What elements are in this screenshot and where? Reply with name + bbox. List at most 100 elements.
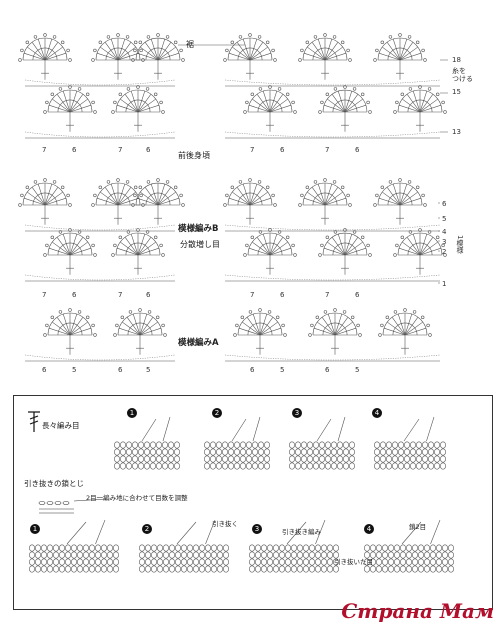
stitch-swatch-illustration	[249, 519, 339, 573]
row-number: 6	[442, 200, 447, 208]
chain-arc	[224, 79, 441, 86]
stitch-count: 6	[250, 366, 255, 374]
label-pattern-a: 模様編みA	[178, 338, 219, 348]
legend-title-slip-join: 引き抜きの鎖とじ	[24, 479, 84, 488]
treble-crochet-symbol	[28, 411, 40, 432]
stitch-count: 6	[355, 291, 360, 299]
stitch-count: 6	[280, 146, 285, 154]
stitch-count: 7	[325, 146, 330, 154]
fan-motif	[91, 178, 145, 225]
row-number: 3	[442, 238, 447, 246]
stitch-count: 6	[72, 146, 77, 154]
fan-motif	[113, 308, 167, 355]
legend-title-treble: 長々編み目	[42, 421, 80, 430]
label-dispersed-increase: 分散増し目	[180, 240, 220, 249]
step-badge: 3	[252, 524, 262, 534]
fan-motif	[131, 33, 185, 80]
crochet-chart	[18, 33, 448, 362]
legend-adjust-note: 2目一編み地に合わせて目数を調整	[86, 494, 188, 502]
stitch-count: 6	[146, 291, 151, 299]
note-slip-stitch: 引き抜き編み	[282, 528, 321, 536]
chain-join-diagram	[38, 498, 107, 514]
watermark-logo: Страна Мам	[341, 599, 494, 623]
row-number: 13	[452, 128, 461, 136]
stitch-count: 7	[42, 146, 47, 154]
chain-arc	[24, 274, 176, 281]
row-number: 15	[452, 88, 461, 96]
chain-arc	[224, 354, 441, 361]
step-badge: 4	[364, 524, 374, 534]
fan-motif	[243, 85, 297, 132]
fan-motifs	[18, 33, 447, 355]
row-number: 4	[442, 228, 447, 236]
fan-motif	[373, 178, 427, 225]
stitch-count: 6	[72, 291, 77, 299]
fan-motif	[131, 178, 185, 225]
row-note: つける	[452, 75, 473, 83]
label-front-back: 前後身頃	[178, 151, 210, 160]
stitch-count: 5	[146, 366, 151, 374]
stitch-count: 6	[118, 366, 123, 374]
row-leader-lines	[25, 44, 448, 362]
fan-motif	[111, 85, 165, 132]
chain-arc	[24, 354, 176, 361]
stitch-count: 6	[280, 291, 285, 299]
stitch-count: 7	[118, 146, 123, 154]
stitch-count: 6	[42, 366, 47, 374]
label-hem: 裾	[186, 40, 194, 49]
pattern-repeat-mark: 1模様	[456, 235, 464, 254]
fan-motif	[378, 308, 432, 355]
stitch-count: 6	[146, 146, 151, 154]
step-badge: 2	[212, 408, 222, 418]
step-badge: 4	[372, 408, 382, 418]
row-number: 5	[442, 215, 447, 223]
stitch-count: 6	[355, 146, 360, 154]
chain-arc	[24, 79, 176, 86]
fan-motif	[233, 308, 287, 355]
stitch-swatch-illustration	[114, 416, 180, 470]
step-badge: 2	[142, 524, 152, 534]
fan-motif	[18, 33, 72, 80]
fan-motif	[373, 33, 427, 80]
fan-motif	[318, 85, 372, 132]
fan-motif	[18, 178, 72, 225]
fan-motif	[243, 228, 297, 275]
fan-motif	[111, 228, 165, 275]
note-pulled-stitch: 引き抜いた目	[334, 558, 373, 566]
stitch-swatch-illustration	[289, 416, 355, 470]
fan-motif	[298, 33, 352, 80]
fan-motif	[43, 308, 97, 355]
fan-motif	[393, 85, 447, 132]
note-pull-through: 引き抜く	[212, 520, 238, 528]
fan-motif	[91, 33, 145, 80]
label-pattern-b: 模様編みB	[178, 224, 219, 234]
chain-arc	[224, 224, 441, 231]
row-number: 18	[452, 56, 461, 64]
stitch-count: 5	[355, 366, 360, 374]
fan-motif	[318, 228, 372, 275]
stitch-count: 5	[72, 366, 77, 374]
stitch-count: 7	[325, 291, 330, 299]
chain-lines	[24, 79, 441, 361]
fan-motif	[308, 308, 362, 355]
stitch-count: 7	[118, 291, 123, 299]
stitch-swatch-illustration	[29, 519, 119, 573]
step-badge: 1	[30, 524, 40, 534]
legend-illustrations	[28, 411, 454, 573]
stitch-swatch-illustration	[204, 416, 270, 470]
row-number: 2	[442, 248, 447, 256]
stitch-count: 6	[325, 366, 330, 374]
stitch-swatch-illustration	[374, 416, 446, 470]
legend-box: 長々編み目 1 2 3 4 引き抜きの鎖とじ 2目一編み地に合わせて目数を調整 …	[13, 395, 493, 610]
note-chain-2: 鎖2目	[409, 523, 427, 531]
stitch-swatch-illustration	[364, 519, 454, 573]
fan-motif	[223, 33, 277, 80]
step-badge: 1	[127, 408, 137, 418]
fan-motif	[43, 85, 97, 132]
step-badge: 3	[292, 408, 302, 418]
fan-motif	[393, 228, 447, 275]
chain-arc	[24, 224, 176, 231]
row-number: 1	[442, 280, 447, 288]
stitch-count: 5	[280, 366, 285, 374]
stitch-count: 7	[250, 146, 255, 154]
